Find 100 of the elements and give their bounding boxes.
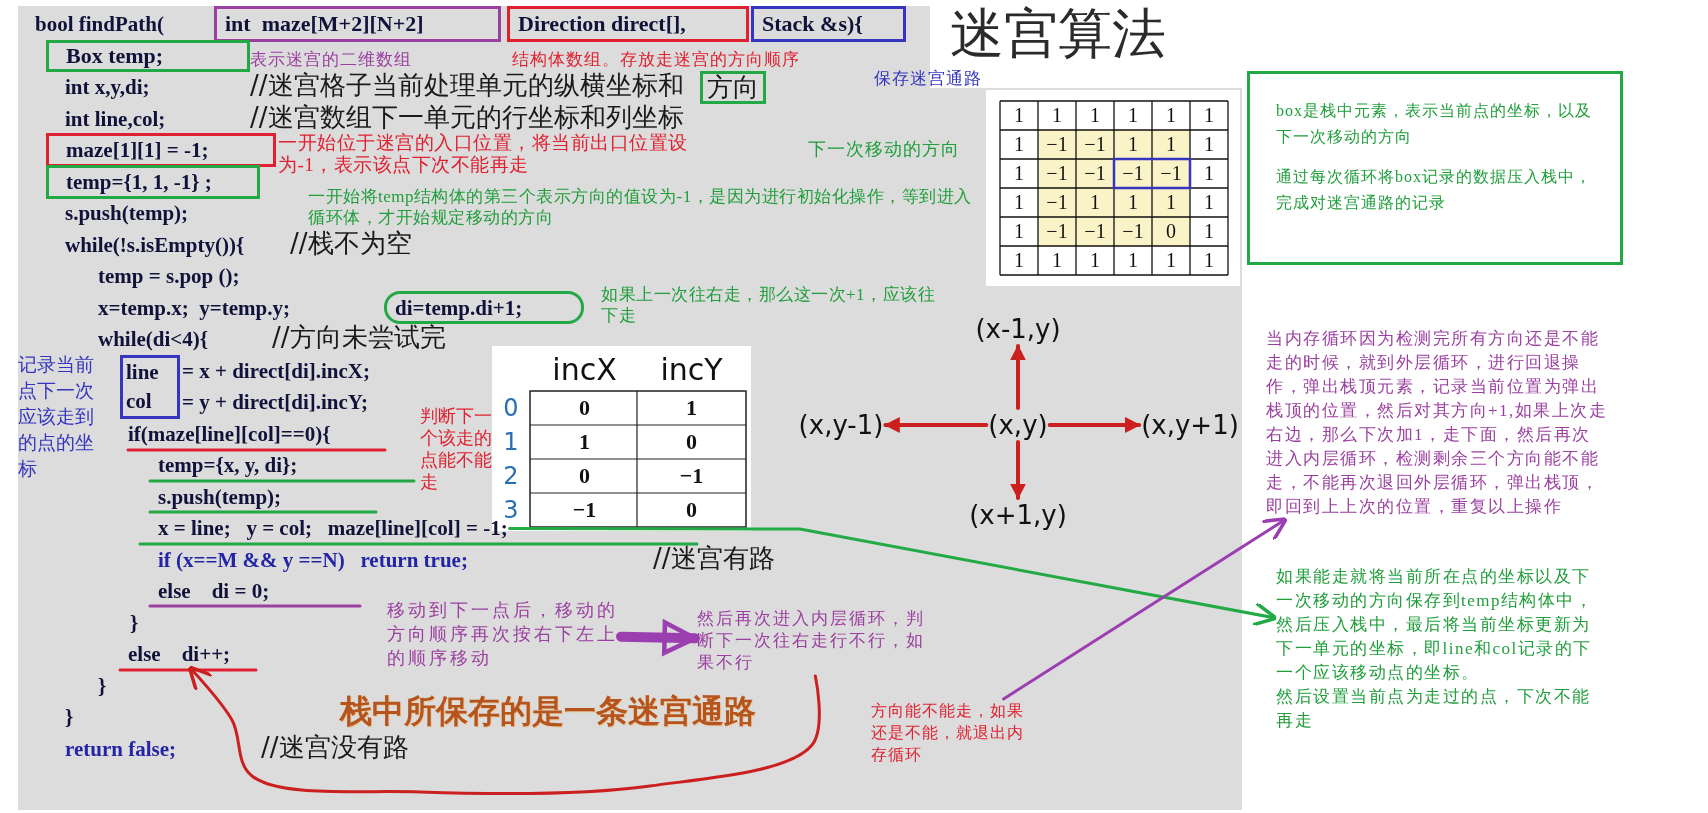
annotation-text: 记录当前点下一次应该走到的点的坐标 [18, 353, 95, 481]
annotation-text: 然后再次进入内层循环，判断下一次往右走行不行，如果不行 [697, 608, 937, 674]
grid-cell-value: 1 [1203, 190, 1215, 215]
grid-cell-value: 1 [1203, 103, 1215, 128]
code-text: col [126, 388, 153, 415]
grid-cell-value: 1 [1013, 248, 1025, 273]
grid-cell-value: −1 [1045, 161, 1069, 186]
arrow [508, 526, 1278, 627]
code-line: bool findPath( [35, 11, 164, 37]
highlight-statement: 栈中所保存的是一条迷宫通路 [340, 691, 756, 732]
grid-cell-value: 1 [1165, 190, 1177, 215]
code-line: int line,col; [65, 105, 166, 132]
table-cell-value: −1 [678, 462, 705, 490]
code-line: = x + direct[di].incX; [182, 357, 370, 384]
table-cell-value: −1 [571, 496, 598, 524]
grid-cell-value: −1 [1083, 132, 1107, 157]
annotation-text: 判断下一个该走的点能不能走 [420, 405, 493, 493]
highlighted-code: di=temp.di+1; [384, 291, 584, 324]
explanation-text: 当内存循环因为检测完所有方向还是不能走的时候，就到外层循环，进行回退操作，弹出栈顶元素，记录当前位置为弹出栈顶的位置，然后对其方向+1,如果上次走右边，那么下次加1，走下面，然后再次进入内层循环，检测剩余三个方向能不能走，不能再次退回外层循环，弹出栈顶，即回到上上次的位置，重复以上操作 [1266, 327, 1608, 519]
code-line: else di = 0; [158, 578, 270, 604]
code-comment: //迷宫没有路 [261, 732, 409, 762]
grid-cell-value: 1 [1013, 132, 1025, 157]
annotation-text: 下一次移动的方向 [808, 138, 960, 161]
annotation-text: 表示迷宫的二维数组 [250, 49, 412, 70]
coordinate-label: (x,y+1) [1141, 410, 1239, 440]
table-cell-value: 1 [578, 428, 591, 456]
annotation-text: 方向能不能走，如果还是不能，就退出内存循环 [871, 700, 1029, 766]
code-line: while(!s.isEmpty()){ [65, 231, 245, 258]
code-comment: //方向未尝试完 [272, 323, 446, 352]
code-line: x=temp.x; y=temp.y; [98, 294, 290, 321]
table-cell-value: 0 [685, 428, 698, 456]
grid-cell-value: 1 [1203, 219, 1215, 244]
grid-cell-value: 1 [1013, 161, 1025, 186]
arrow [1047, 417, 1142, 433]
code-line: if (x==M && y ==N) return true; [158, 546, 468, 573]
code-comment: //迷宫有路 [653, 543, 775, 573]
code-line: temp={x, y, di}; [158, 452, 298, 478]
annotation-text: 一开始将temp结构体的第三个表示方向的值设为-1，是因为进行初始化操作，等到进入循环体，才开始规定移动的方向 [308, 186, 973, 228]
annotation-text: 结构体数组。存放走迷宫的方向顺序 [512, 49, 800, 70]
code-text: line [126, 359, 160, 386]
grid-cell-value: 1 [1127, 190, 1139, 215]
arrow [1002, 517, 1289, 701]
grid-cell-value: −1 [1121, 219, 1145, 244]
code-line: while(di<4){ [98, 326, 209, 352]
highlight-frame [120, 355, 180, 419]
code-line: temp = s.pop (); [98, 263, 240, 289]
code-line: return false; [65, 735, 176, 762]
code-line: } [130, 609, 139, 636]
note-text: 通过每次循环将box记录的数据压入栈中，完成对迷宫通路的记录 [1276, 167, 1593, 213]
code-line: } [98, 672, 107, 699]
grid-cell-value: 1 [1089, 248, 1101, 273]
grid-cell-value: 1 [1013, 190, 1025, 215]
table-cell-value: 1 [685, 394, 698, 422]
grid-cell-value: −1 [1083, 161, 1107, 186]
explanation-text: 如果能走就将当前所在点的坐标以及下一次移动的方向保存到temp结构体中，然后压入栈中，最后将当前坐标更新为下一单元的坐标，即line和col记录的下一个应该移动点的坐标。 [1276, 566, 1595, 684]
grid-cell-value: 1 [1127, 248, 1139, 273]
row-index: 1 [502, 427, 520, 458]
column-header: incX [551, 350, 618, 389]
coordinate-label: (x,y) [988, 410, 1048, 440]
grid-cell-value: −1 [1083, 219, 1107, 244]
grid-cell-value: 1 [1165, 103, 1177, 128]
highlighted-comment: 方向 [700, 71, 766, 104]
grid-cell-value: 1 [1203, 248, 1215, 273]
note-text: box是栈中元素，表示当前点的坐标，以及下一次移动的方向 [1276, 101, 1593, 147]
grid-cell-value: 1 [1089, 190, 1101, 215]
code-line: = y + direct[di].incY; [182, 389, 369, 415]
grid-cell-value: 1 [1127, 103, 1139, 128]
grid-cell-value: 1 [1165, 132, 1177, 157]
table-cell-value: 0 [578, 462, 591, 490]
annotation-text: 保存迷宫通路 [874, 68, 982, 89]
highlighted-code: Direction direct[], [507, 6, 749, 42]
grid-cell-value: −1 [1121, 161, 1145, 186]
code-line: if(maze[line][col]==0){ [128, 420, 331, 447]
table-cell-value: 0 [578, 394, 591, 422]
code-line: int x,y,di; [65, 74, 150, 100]
grid-cell-value: 0 [1165, 219, 1177, 244]
grid-cell-value: 1 [1203, 132, 1215, 157]
grid-cell-value: −1 [1045, 132, 1069, 157]
highlighted-code: Box temp; [46, 40, 250, 72]
grid-cell-value: 1 [1165, 248, 1177, 273]
row-index: 0 [502, 393, 520, 424]
annotation-text: 移动到下一点后，移动的方向顺序再次按右下左上的顺序移动 [387, 598, 619, 670]
highlighted-code: temp={1, 1, -1} ; [46, 165, 260, 199]
code-comment: //迷宫格子当前处理单元的纵横坐标和 [250, 71, 684, 100]
grid-cell-value: 1 [1051, 248, 1063, 273]
highlighted-code: Stack &s){ [751, 6, 906, 42]
code-comment: //栈不为空 [290, 228, 412, 258]
coordinate-label: (x-1,y) [975, 314, 1061, 344]
hollow-arrow [616, 620, 700, 656]
grid-cell-value: 1 [1203, 161, 1215, 186]
explanation-text: 然后设置当前点为走过的点，下次不能再走 [1276, 686, 1592, 732]
arrow [1010, 440, 1026, 500]
code-comment: //迷宫数组下一单元的行坐标和列坐标 [250, 102, 684, 132]
page-title: 迷宫算法 [950, 6, 1166, 62]
arrow [883, 417, 989, 433]
grid-cell-value: 1 [1127, 132, 1139, 157]
coordinate-label: (x,y-1) [798, 410, 884, 440]
table-cell-value: 0 [685, 496, 698, 524]
code-line: s.push(temp); [158, 483, 282, 510]
arrow [1010, 344, 1026, 410]
